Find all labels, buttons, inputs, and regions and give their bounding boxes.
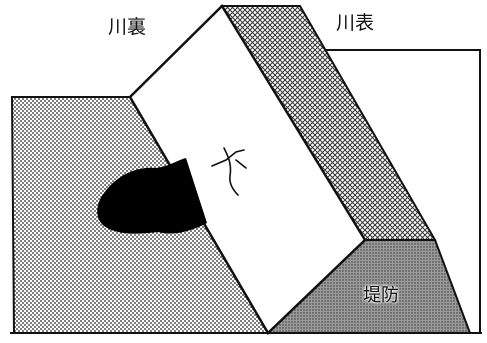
label-riverside-back: 川裏: [108, 16, 147, 38]
label-levee: 堤防: [363, 285, 399, 306]
crack-mark: [211, 147, 247, 196]
water-level-line: [300, 49, 481, 333]
label-riverside-front: 川表: [336, 12, 375, 34]
seepage-blob: [97, 158, 207, 234]
slab-front-face: [128, 4, 367, 335]
